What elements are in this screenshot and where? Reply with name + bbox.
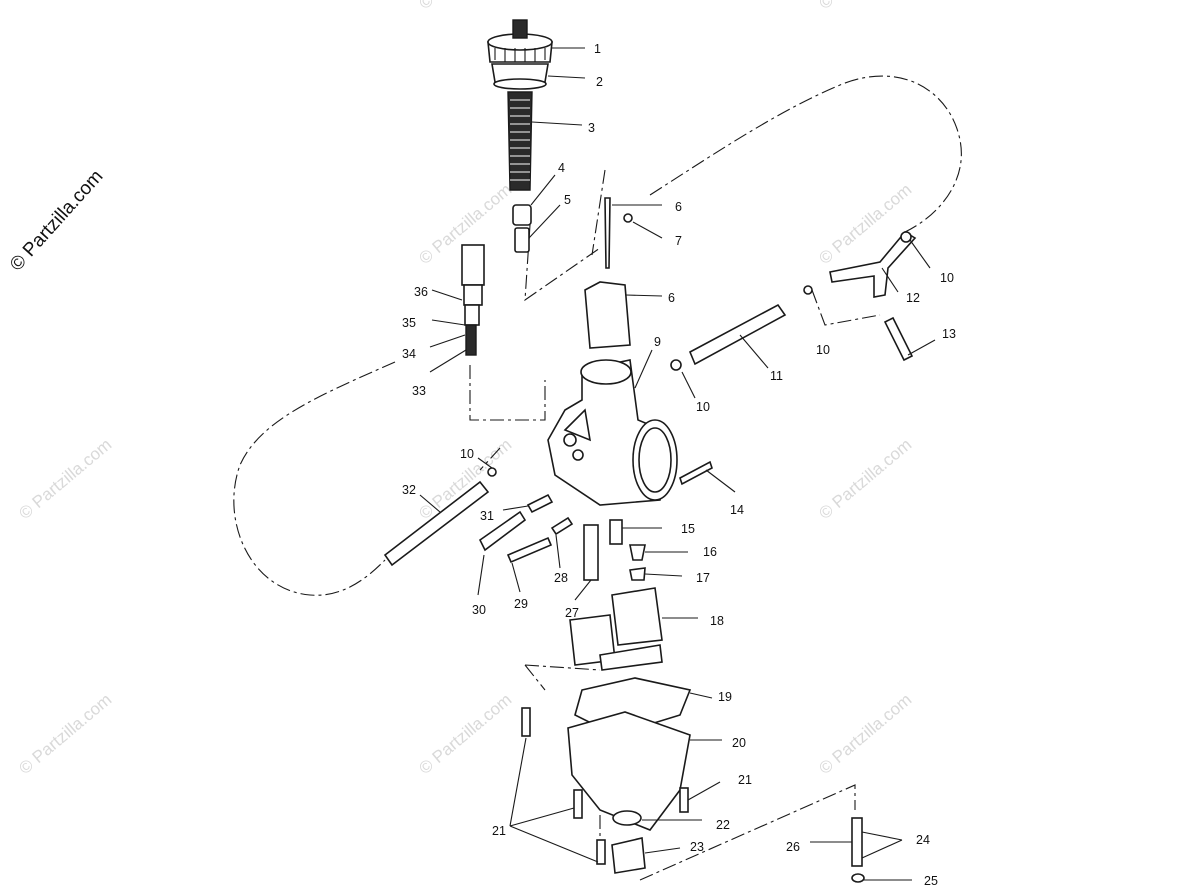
callout-24: 24 (916, 833, 930, 847)
carburetor-body (547, 359, 678, 506)
part-10-clip (487, 467, 497, 477)
callout-33: 33 (412, 384, 426, 398)
part-10-clip (900, 231, 912, 243)
part-16-jet (629, 544, 646, 561)
part-31-spring (526, 493, 554, 514)
part-32-hose (383, 480, 490, 567)
callout-31: 31 (480, 509, 494, 523)
watermark: © Partzilla.com (15, 435, 115, 523)
part-20-float-bowl (567, 711, 691, 831)
watermark: © Partzilla.com (15, 690, 115, 778)
part-23-drain-plug (611, 837, 646, 874)
watermark: © Partzilla.com (415, 690, 515, 778)
copyright-notice: © Partzilla.com (6, 166, 107, 275)
callout-17: 17 (696, 571, 710, 585)
part-29-screw (506, 536, 553, 564)
callout-22: 22 (716, 818, 730, 832)
part-4-retainer (512, 204, 532, 226)
callout-21a: 21 (738, 773, 752, 787)
watermark-layer: © Partzilla.com © Partzilla.com © Partzi… (15, 0, 915, 778)
part-21-bolt (596, 839, 606, 865)
part-17-clip (629, 567, 646, 581)
callout-21b: 21 (492, 824, 506, 838)
part-6-jet-needle (604, 197, 633, 269)
callout-6: 6 (675, 200, 682, 214)
callout-20: 20 (732, 736, 746, 750)
callout-13: 13 (942, 327, 956, 341)
callout-15: 15 (681, 522, 695, 536)
callout-36: 36 (414, 285, 428, 299)
part-24-pin (851, 817, 863, 867)
callout-18: 18 (710, 614, 724, 628)
callout-5: 5 (564, 193, 571, 207)
callout-32: 32 (402, 483, 416, 497)
callout-3: 3 (588, 121, 595, 135)
part-12-tee-fitting (829, 230, 917, 298)
callout-16: 16 (703, 545, 717, 559)
part-25-washer (851, 873, 865, 883)
callout-14: 14 (730, 503, 744, 517)
part-30-adjuster (478, 510, 527, 552)
watermark: © Partzilla.com (815, 690, 915, 778)
callout-25: 25 (924, 874, 938, 888)
part-22-o-ring (612, 810, 642, 826)
callout-2: 2 (596, 75, 603, 89)
part-21-bolt (573, 789, 583, 819)
callout-10b: 10 (816, 343, 830, 357)
callout-4: 4 (558, 161, 565, 175)
callout-11: 11 (770, 369, 783, 383)
callout-27: 27 (565, 606, 579, 620)
part-28-spring (550, 516, 574, 536)
callout-10d: 10 (460, 447, 474, 461)
watermark: © Partzilla.com (815, 0, 915, 13)
part-10-clip (803, 285, 813, 295)
part-8-throttle-slide (584, 281, 631, 349)
callout-29: 29 (514, 597, 528, 611)
callout-9: 9 (654, 335, 661, 349)
part-10-clip (670, 359, 682, 371)
part-36-33-screw-stack (461, 244, 485, 356)
callout-19: 19 (718, 690, 732, 704)
callout-10a: 10 (940, 271, 954, 285)
callout-34: 34 (402, 347, 416, 361)
part-27-main-jet-holder (583, 524, 599, 581)
callout-35: 35 (402, 316, 416, 330)
part-1-cap (487, 19, 553, 63)
part-15-jet (609, 519, 623, 545)
callout-6b: 6 (668, 291, 675, 305)
part-2-ring (491, 63, 549, 90)
part-11-hose (688, 303, 787, 366)
callout-1: 1 (594, 42, 601, 56)
callout-30: 30 (472, 603, 486, 617)
leader-lines (419, 47, 936, 881)
part-3-spring (507, 91, 533, 191)
callout-28: 28 (554, 571, 568, 585)
callout-26: 26 (786, 840, 800, 854)
phantom-lines (233, 75, 962, 881)
part-21-bolt (521, 707, 531, 737)
part-5-needle-clip (514, 227, 530, 253)
callout-23: 23 (690, 840, 704, 854)
callout-7: 7 (675, 234, 682, 248)
callout-12: 12 (906, 291, 920, 305)
part-13-tube (883, 316, 914, 362)
part-21-bolt (679, 787, 689, 813)
callouts: 1 2 3 4 5 6 7 6 9 10 12 10 13 11 10 36 3… (402, 42, 956, 888)
callout-10c: 10 (696, 400, 710, 414)
part-18-float (569, 587, 663, 671)
watermark: © Partzilla.com (415, 0, 515, 13)
watermark: © Partzilla.com (815, 435, 915, 523)
part-14-pin (679, 460, 713, 486)
